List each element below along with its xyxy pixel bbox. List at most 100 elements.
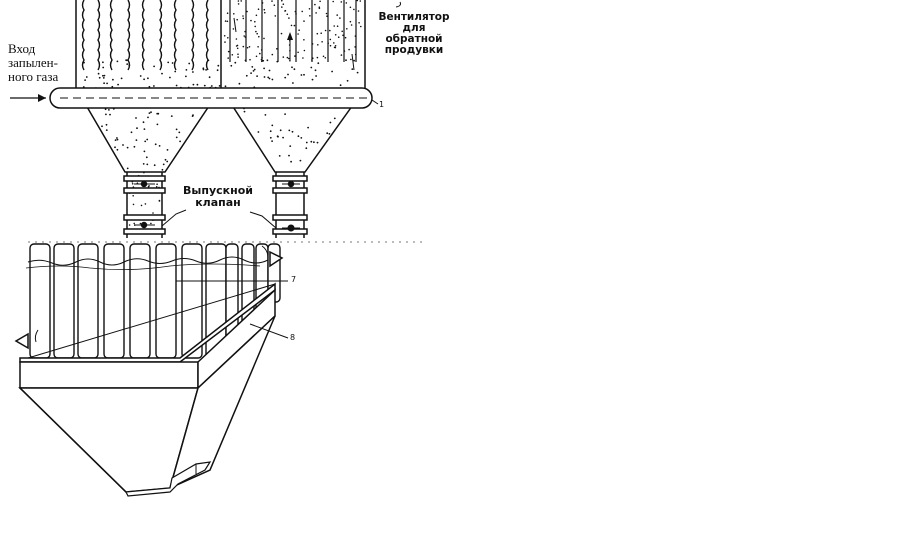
dust-dot [257, 8, 260, 10]
dust-dot [166, 160, 169, 163]
dust-dot [101, 125, 103, 128]
dust-dot [175, 128, 178, 131]
dust-dot [116, 60, 119, 63]
dust-dot [305, 147, 308, 150]
dust-dot [349, 20, 352, 23]
dust-dot [354, 53, 357, 56]
dust-dot [280, 32, 283, 35]
dust-dot [185, 69, 188, 71]
dust-dot [309, 15, 311, 17]
dust-dot [268, 77, 271, 80]
dust-dot [358, 22, 360, 24]
fan-label-line-4: продувки [384, 44, 444, 56]
dust-dot [271, 0, 273, 2]
dust-dot [254, 20, 256, 23]
inlet-label-line-2: запылен- [8, 55, 58, 70]
dust-dot [237, 56, 239, 58]
dust-dot [322, 55, 325, 58]
dust-dot [354, 35, 357, 37]
dust-dot [142, 121, 145, 124]
dust-dot [153, 65, 156, 68]
dust-dot [116, 137, 118, 139]
dust-dot [271, 78, 274, 81]
filter-bags-filtering [81, 0, 209, 71]
dust-dot [106, 82, 108, 85]
dust-dot [263, 37, 265, 40]
dust-dot [126, 146, 129, 149]
dust-dot [268, 69, 271, 72]
dust-dot [144, 203, 147, 205]
dust-dot [257, 131, 260, 133]
inlet-label-line-3: ного газа [8, 69, 59, 84]
dust-dot [174, 70, 177, 73]
dust-dot [240, 0, 242, 2]
dust-dot [143, 150, 146, 153]
dust-dot [303, 39, 305, 41]
dust-dot [85, 76, 88, 78]
dust-dot [261, 60, 263, 63]
dust-dot [135, 139, 138, 142]
dust-dot [354, 46, 356, 48]
dust-dot [102, 61, 104, 64]
dust-dot [314, 3, 316, 6]
dust-dot [112, 78, 114, 81]
dust-dot [287, 73, 289, 76]
dust-dot [293, 24, 296, 27]
dust-dot [292, 82, 294, 84]
dust-dot [349, 6, 352, 9]
lower-bag [103, 243, 125, 359]
dust-dot [284, 76, 287, 79]
dust-dot [217, 64, 220, 67]
dust-dot [293, 68, 296, 71]
dust-dot [256, 75, 258, 77]
ref-number-7: 7 [291, 275, 297, 284]
ref-number-1: 1 [379, 100, 385, 109]
dust-dot [353, 59, 355, 62]
dust-dot [359, 0, 362, 2]
dust-dot [346, 79, 349, 82]
lower-bag [77, 243, 99, 359]
dust-dot [185, 75, 187, 78]
dust-dot [246, 10, 248, 13]
dust-dot [345, 2, 348, 4]
dust-dot [170, 115, 173, 117]
dust-dot [313, 141, 315, 144]
dust-dot [262, 59, 265, 62]
dust-dot [291, 130, 294, 133]
dust-dot [224, 85, 227, 88]
dust-dot [248, 46, 251, 48]
dust-dot [140, 204, 143, 207]
upper-baghouse [10, 0, 425, 243]
dust-dot [126, 167, 129, 170]
dust-dot [246, 46, 249, 49]
dust-dot [303, 20, 305, 22]
dust-dot [353, 8, 355, 11]
dust-dot [274, 15, 277, 17]
dust-dot [339, 84, 342, 87]
dust-dot [235, 38, 238, 40]
dust-dot [261, 56, 263, 59]
inlet-label: Вход запылен- ного газа [8, 42, 58, 84]
dust-dot [148, 112, 151, 114]
dust-dot [147, 116, 149, 119]
dust-dot [331, 70, 333, 73]
dust-dot [300, 74, 303, 76]
dust-dot [282, 56, 285, 58]
dust-dot [226, 12, 229, 14]
dust-dot [155, 186, 158, 188]
dust-dot [171, 62, 174, 64]
dust-dot [216, 69, 219, 72]
dust-dot [258, 35, 260, 38]
dust-dot [105, 123, 108, 126]
dust-dot [139, 222, 142, 225]
dust-dot [288, 154, 290, 157]
dust-dot [238, 82, 241, 85]
dust-dot [249, 58, 251, 61]
dust-dot [350, 24, 353, 26]
dust-dot [150, 111, 152, 114]
dust-dot [203, 84, 206, 87]
dust-dot [284, 113, 286, 115]
dust-dot [105, 113, 107, 116]
dust-dot [324, 29, 327, 32]
dust-dot [311, 59, 313, 61]
